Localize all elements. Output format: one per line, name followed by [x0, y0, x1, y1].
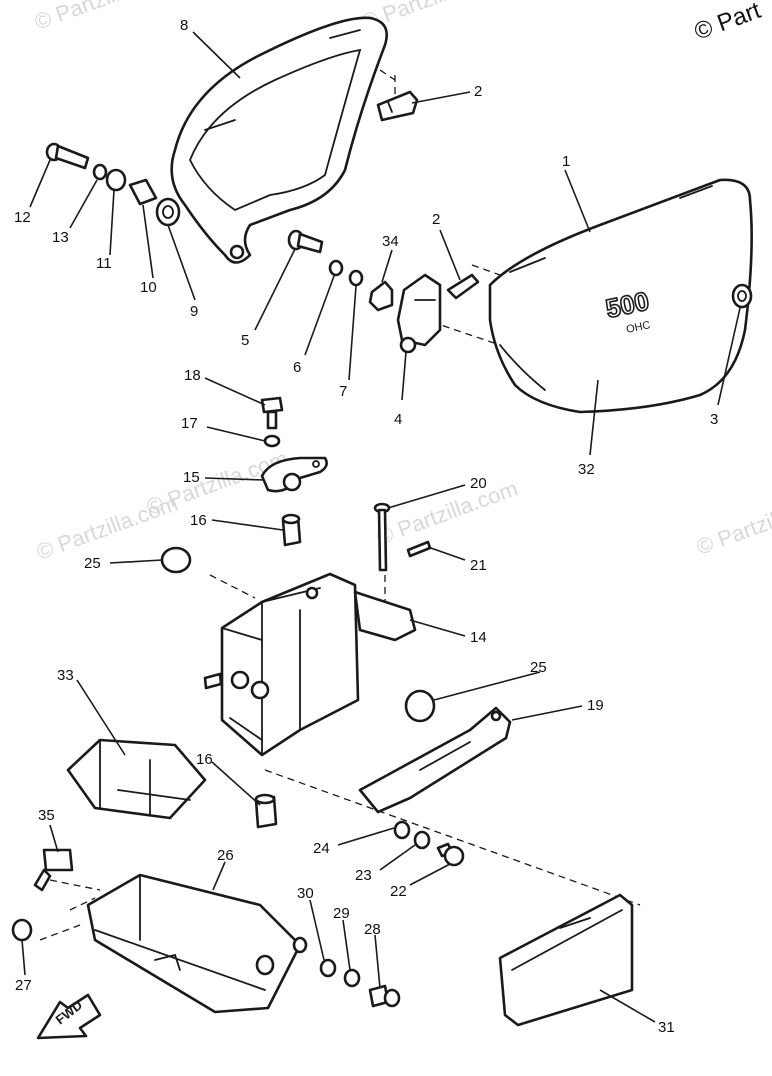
- tool-tray-26: [86, 873, 308, 1014]
- watermark-mid-right: © Partzilla.com: [373, 476, 521, 550]
- callout-3: 3: [710, 411, 718, 428]
- bracket-15: [260, 456, 328, 493]
- bolt-22: [436, 842, 465, 867]
- callout-30: 30: [297, 885, 314, 902]
- callout-32: 32: [578, 461, 595, 478]
- callout-1: 1: [562, 153, 570, 170]
- callout-29: 29: [333, 905, 350, 922]
- callout-25-right: 25: [530, 659, 547, 676]
- callout-33: 33: [57, 667, 74, 684]
- callout-10: 10: [140, 279, 157, 296]
- callout-34: 34: [382, 233, 399, 250]
- decal-engine: OHC: [625, 319, 651, 336]
- bolt-28: [368, 984, 401, 1008]
- copyright-notice: © Part: [691, 0, 765, 46]
- callout-8: 8: [180, 17, 188, 34]
- callout-2-lower: 2: [432, 211, 440, 228]
- callout-18: 18: [184, 367, 201, 384]
- grommet-9: [155, 197, 181, 227]
- callout-11: 11: [96, 255, 112, 272]
- callout-20: 20: [470, 475, 487, 492]
- clamp-34: [368, 280, 394, 312]
- callout-26: 26: [217, 847, 234, 864]
- callout-17: 17: [181, 415, 198, 432]
- bolt-12: [45, 142, 90, 170]
- washer-6: [328, 259, 344, 277]
- washer-29: [343, 968, 361, 988]
- washer-7: [348, 269, 364, 287]
- arrow-icon: FWD: [36, 993, 102, 1040]
- callout-19: 19: [587, 697, 604, 714]
- callout-16-bottom: 16: [196, 751, 213, 768]
- callout-5: 5: [241, 332, 249, 349]
- leader-lines: [21, 31, 741, 1023]
- callout-9: 9: [190, 303, 198, 320]
- callout-28: 28: [364, 921, 381, 938]
- collar-10: [128, 178, 158, 206]
- clip-upper: [376, 90, 419, 122]
- damper-16-bottom: [254, 793, 278, 829]
- bracket-35: [33, 848, 74, 892]
- damper-16-top: [281, 513, 302, 547]
- callout-27: 27: [15, 977, 32, 994]
- battery-box: [203, 572, 417, 757]
- washer-17: [263, 434, 281, 448]
- callout-21: 21: [470, 557, 487, 574]
- callout-22: 22: [390, 883, 407, 900]
- callout-15: 15: [183, 469, 200, 486]
- grommet-right: [731, 283, 753, 309]
- callout-2-upper: 2: [474, 83, 482, 100]
- callout-24: 24: [313, 840, 330, 857]
- washer-11: [105, 168, 127, 192]
- callout-23: 23: [355, 867, 372, 884]
- washer-30: [319, 958, 337, 978]
- watermark-mid-left: © Partzilla.com: [33, 491, 181, 565]
- battery-strap: [358, 706, 512, 814]
- callout-12: 12: [14, 209, 31, 226]
- fuse-holder-33: [66, 738, 207, 820]
- callout-31: 31: [658, 1019, 675, 1036]
- washer-13: [92, 163, 108, 181]
- grommet-25-left: [160, 546, 192, 574]
- right-side-cover: 500 OHC: [488, 178, 753, 414]
- grommet-27: [11, 918, 33, 942]
- left-side-cover: [170, 16, 388, 264]
- grommet-25-right: [404, 689, 436, 723]
- callout-7: 7: [339, 383, 347, 400]
- bolt-18: [260, 396, 284, 430]
- panel-31: [498, 893, 634, 1027]
- clip-lower: [446, 273, 480, 300]
- callout-35: 35: [38, 807, 55, 824]
- bolt-5: [287, 229, 324, 254]
- watermark-right: © Partzilla.com: [693, 486, 772, 560]
- callout-labels: 8 2 12 13 11 10 9 5 6 7 34 2 1 4 3 32 18…: [14, 17, 718, 1036]
- cover-bracket: [396, 273, 442, 354]
- cotter-21: [406, 540, 432, 558]
- callout-6: 6: [293, 359, 301, 376]
- callout-25-left: 25: [84, 555, 101, 572]
- washer-23: [413, 830, 431, 850]
- washer-24: [393, 820, 411, 840]
- callout-13: 13: [52, 229, 69, 246]
- watermark-top-left: © Partzilla.com: [31, 0, 179, 35]
- callout-4: 4: [394, 411, 402, 428]
- callout-14: 14: [470, 629, 487, 646]
- callout-16-top: 16: [190, 512, 207, 529]
